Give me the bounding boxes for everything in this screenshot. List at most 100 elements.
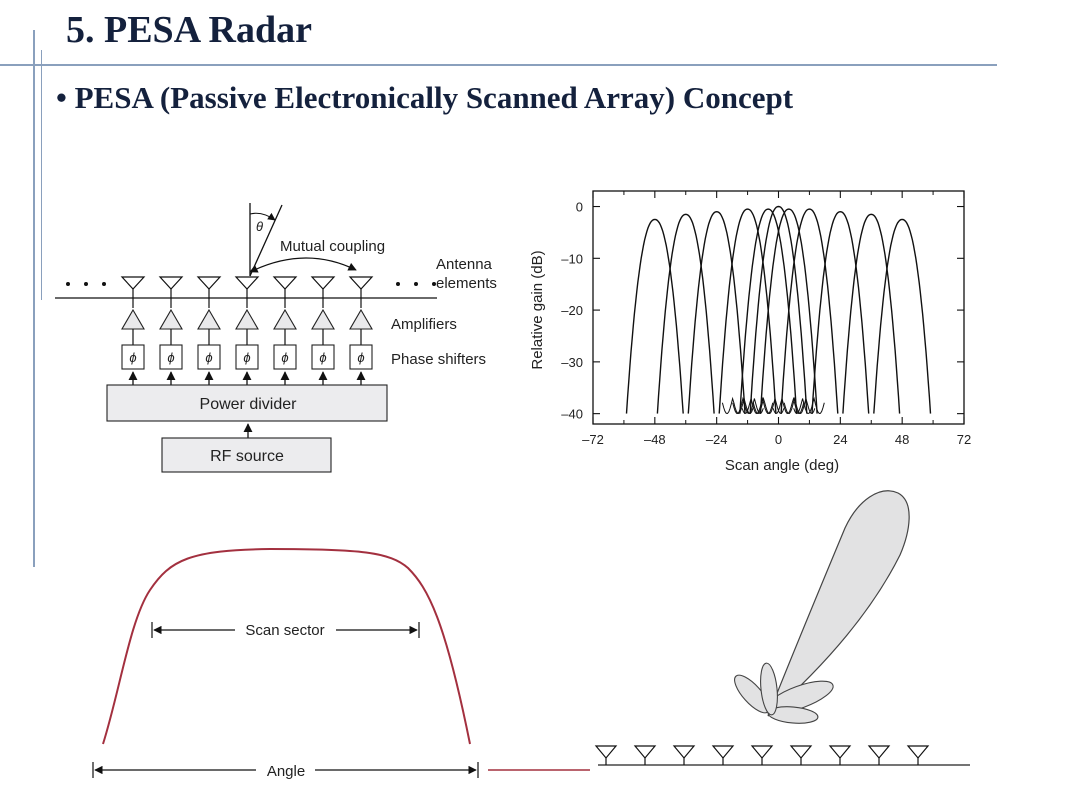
amplifier-icon [349, 308, 373, 330]
beam-curve [780, 208, 839, 414]
antenna-element-icon [348, 276, 374, 290]
sidelobe-ripple [732, 396, 764, 415]
phase-shifters-label: Phase shifters [391, 351, 486, 368]
antenna-element-icon [120, 276, 146, 290]
phase-shifter-box [235, 344, 259, 370]
title-underline [0, 64, 997, 66]
vertical-rule [33, 30, 35, 567]
antenna-element-icon [310, 276, 336, 290]
side-lobe-up [760, 662, 778, 716]
antenna-element-icon [234, 276, 260, 290]
power-divider-box [106, 384, 388, 422]
sidelobe-ripple [783, 396, 816, 415]
phase-shifter-box [273, 344, 297, 370]
y-tick-label: –20 [561, 303, 583, 318]
antenna-element-icon [906, 745, 930, 759]
right-dots [396, 282, 436, 286]
antenna-element-icon [196, 276, 222, 290]
main-lobe [767, 490, 910, 717]
scan-sector-diagram: Scan sector Angle [92, 547, 590, 780]
x-tick-label: –72 [582, 432, 604, 447]
scan-coverage-curve [102, 547, 471, 745]
scan-sector-label: Scan sector [245, 622, 324, 639]
beam-curve [759, 208, 818, 414]
bullet-line: • PESA (Passive Electronically Scanned A… [56, 80, 793, 116]
y-tick-label: –10 [561, 251, 583, 266]
amplifier-icon [273, 308, 297, 330]
power-divider-label: Power divider [200, 396, 298, 413]
angle-label: Angle [267, 763, 305, 780]
phase-shifter-symbol: ϕ [357, 350, 364, 365]
antenna-element-icon [867, 745, 891, 759]
y-tick-label: –30 [561, 355, 583, 370]
phase-shifter-box [311, 344, 335, 370]
axis-ticks: –72 –48 –24 0 24 48 72 0 –10 –20 –30 –40 [561, 191, 971, 447]
antenna-element-icon [272, 276, 298, 290]
sidelobe-ripple [721, 396, 754, 415]
beam-curves [625, 205, 932, 415]
phase-shifter-box [197, 344, 221, 370]
phase-shifter-symbol: ϕ [319, 350, 326, 365]
beam-curve [625, 218, 684, 414]
phase-shifter-symbol: ϕ [205, 350, 212, 365]
mutual-coupling-arc [249, 257, 357, 273]
phase-shifter-symbol: ϕ [167, 350, 174, 365]
phase-shifter-symbol: ϕ [129, 350, 136, 365]
antenna-element-icon [828, 745, 852, 759]
amplifier-icon [159, 308, 183, 330]
y-tick-label: –40 [561, 407, 583, 422]
theta-symbol: θ [256, 219, 263, 234]
beam-scan-chart: –72 –48 –24 0 24 48 72 0 –10 –20 –30 –40 Scan angle… [529, 190, 971, 474]
beam-curve [718, 208, 777, 414]
x-tick-label: 0 [775, 432, 782, 447]
antenna-element-icon [594, 745, 618, 759]
amplifier-icon [197, 308, 221, 330]
x-tick-label: 24 [833, 432, 847, 447]
rf-source-label: RF source [210, 448, 284, 465]
x-axis-label: Scan angle (deg) [725, 457, 839, 474]
beam-curve [873, 218, 932, 414]
antenna-element-icon [789, 745, 813, 759]
sidelobe-ripple [752, 396, 785, 415]
antenna-element-icon [750, 745, 774, 759]
beam-curve [656, 213, 715, 414]
amplifier-icon [121, 308, 145, 330]
x-tick-label: 72 [957, 432, 971, 447]
phase-shifter-box [349, 344, 373, 370]
beam-curve [811, 210, 870, 414]
beam-curve [842, 213, 901, 414]
antenna-element-icon [158, 276, 184, 290]
phase-shifter-box [121, 344, 145, 370]
antenna-element-icon [633, 745, 657, 759]
y-tick-label: 0 [576, 200, 583, 215]
bullet-symbol: • [56, 80, 67, 115]
antenna-element-icon [711, 745, 735, 759]
x-tick-label: –48 [644, 432, 666, 447]
phase-shifter-box [159, 344, 183, 370]
rf-source-box [161, 437, 332, 473]
antenna-label-line2: elements [436, 275, 497, 292]
amplifier-icon [235, 308, 259, 330]
beam-curve [739, 208, 798, 414]
x-tick-label: 48 [895, 432, 909, 447]
vertical-rule-2 [41, 50, 42, 300]
antenna-label-line1: Antenna [436, 256, 493, 273]
phase-shifter-symbol: ϕ [281, 350, 288, 365]
amplifiers-label: Amplifiers [391, 316, 457, 333]
beam-curve [687, 210, 746, 414]
beam-curve [749, 205, 808, 414]
x-tick-label: –24 [706, 432, 728, 447]
slide-title: 5. PESA Radar [66, 9, 312, 51]
pesa-block-diagram: ϕ ϕ ϕ ϕ ϕ ϕ ϕ θ Mutual coupling Antenna elemen… [55, 203, 497, 473]
bullet-text: PESA (Passive Electronically Scanned Arr… [74, 80, 794, 115]
phase-shifter-symbol: ϕ [243, 350, 250, 365]
array-elements-bottom [594, 745, 930, 765]
left-dots [66, 282, 106, 286]
mutual-coupling-label: Mutual coupling [280, 238, 385, 255]
array-radiation-pattern [594, 490, 970, 766]
theta-arc [249, 212, 276, 221]
amplifier-icon [311, 308, 335, 330]
antenna-element-icon [672, 745, 696, 759]
